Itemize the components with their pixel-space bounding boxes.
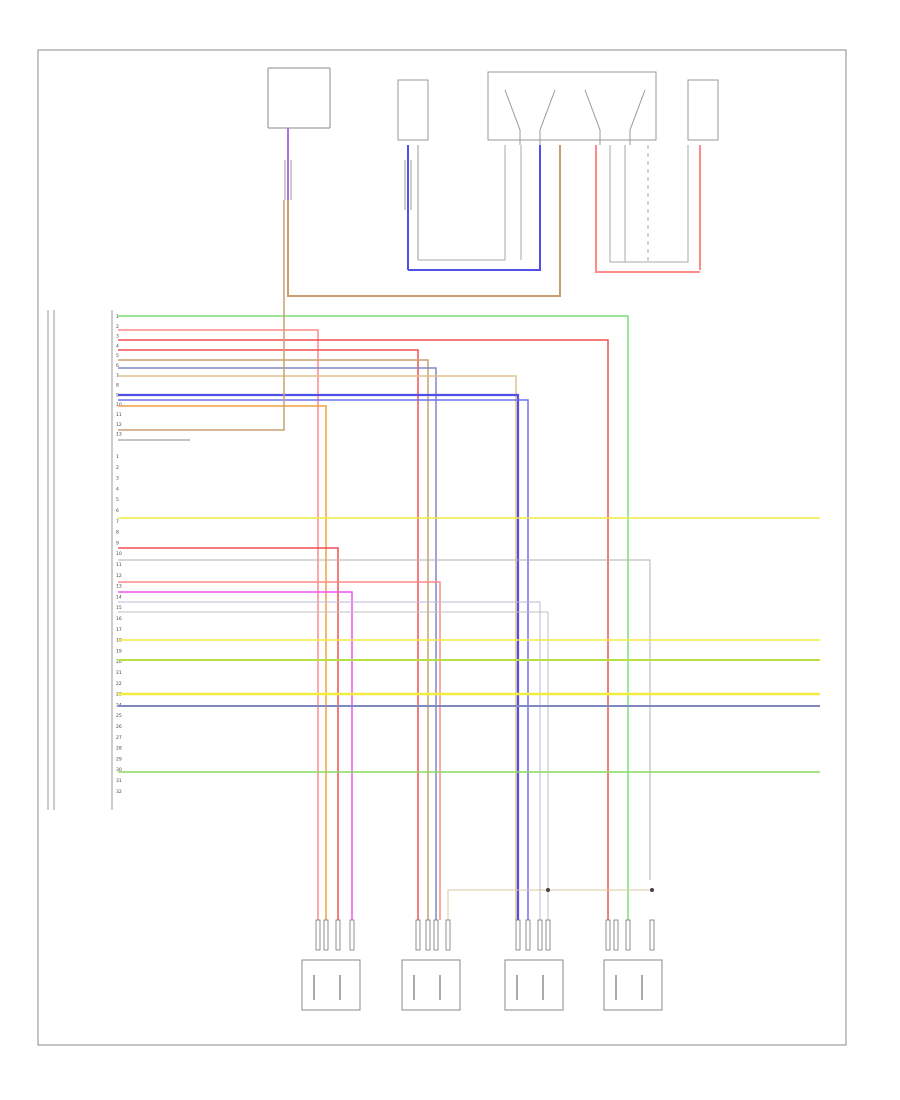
control-module: [47, 310, 113, 810]
wire-pink-1: [118, 581, 441, 920]
connector-pin-label: 5: [116, 497, 119, 503]
motor-terminal-stub: [433, 919, 439, 951]
connector-pin-label: 32: [116, 789, 122, 795]
top-harness: [287, 145, 700, 297]
wire-gray-2: [118, 601, 541, 920]
motor-1: [301, 959, 361, 1011]
motor-3: [504, 959, 564, 1011]
connector-pin-label: 14: [116, 594, 122, 600]
connector-pin-label: 13: [116, 432, 122, 438]
connector-pin-label: 2: [116, 465, 119, 471]
connector-pin-label: 5: [116, 353, 119, 359]
connector-pin-label: 20: [116, 659, 122, 665]
wire-blue-2: [118, 399, 529, 920]
connector-pin-label: 11: [116, 412, 122, 418]
connector-pin-label: 10: [116, 551, 122, 557]
motor-terminal-stub: [335, 919, 341, 951]
top-left-switch: [267, 67, 331, 200]
connector-pin-label: 16: [116, 616, 122, 622]
wire-red-1: [118, 329, 319, 920]
motor-terminal-stub: [315, 919, 321, 951]
wire-tan-1: [118, 375, 517, 920]
wire-slate-1: [118, 367, 437, 920]
top-right-motor: [687, 79, 719, 270]
wire-splice-bottom: [447, 889, 652, 920]
connector-pin-label: 22: [116, 681, 122, 687]
motor-terminal-stub: [545, 919, 551, 951]
connector-pin-label: 29: [116, 756, 122, 762]
connector-pin-label: 3: [116, 476, 119, 482]
motor-2: [401, 959, 461, 1011]
motor-terminal-stub: [515, 919, 521, 951]
wire-red-2: [118, 339, 609, 920]
connector-pin-label: 12: [116, 422, 122, 428]
connector-pin-label: 1: [116, 314, 119, 320]
motor-terminal-stub: [613, 919, 619, 951]
connector-pins-lower: 1234567891011121314151617181920212223242…: [116, 454, 122, 795]
top-junction-block: [487, 71, 657, 145]
connector-pin-label: 31: [116, 778, 122, 784]
motor-terminal-stub: [415, 919, 421, 951]
connector-pin-label: 4: [116, 486, 119, 492]
motor-terminal-stub: [649, 919, 655, 951]
wire-gray-3: [118, 611, 549, 920]
connector-pin-label: 28: [116, 746, 122, 752]
connector-pin-label: 4: [116, 343, 119, 349]
wire-magenta-1: [118, 591, 353, 920]
connector-pin-label: 26: [116, 724, 122, 730]
motor-terminals: [315, 919, 655, 951]
connector-pin-label: 9: [116, 392, 119, 398]
connector-pin-label: 9: [116, 540, 119, 546]
connector-pin-label: 7: [116, 519, 119, 525]
motor-terminal-stub: [605, 919, 611, 951]
connector-pin-label: 15: [116, 605, 122, 611]
connector-pin-label: 1: [116, 454, 119, 460]
connector-pin-label: 27: [116, 735, 122, 741]
wire-brown-1: [118, 359, 429, 920]
wire-red-3: [118, 349, 419, 920]
connector-pin-label: 13: [116, 584, 122, 590]
motor-terminal-stub: [445, 919, 451, 951]
wire-red-4: [118, 547, 339, 920]
connector-pin-label: 21: [116, 670, 122, 676]
connector-pin-label: 3: [116, 334, 119, 340]
motor-terminal-stub: [425, 919, 431, 951]
connector-pin-label: 19: [116, 648, 122, 654]
motor-terminal-stub: [537, 919, 543, 951]
connector-pin-label: 17: [116, 627, 122, 633]
connector-pin-label: 11: [116, 562, 122, 568]
top-mid-motor: [397, 79, 429, 270]
motor-terminal-stub: [323, 919, 329, 951]
connector-pin-label: 12: [116, 573, 122, 579]
motor-terminal-stub: [525, 919, 531, 951]
motor-4: [603, 959, 663, 1011]
connector-pin-label: 7: [116, 373, 119, 379]
connector-pin-label: 8: [116, 530, 119, 536]
connector-pin-label: 2: [116, 324, 119, 330]
wire-gray-1: [118, 559, 651, 880]
connector-pin-label: 30: [116, 767, 122, 773]
connector-pin-label: 25: [116, 713, 122, 719]
diagram-frame: [37, 49, 847, 1046]
motor-terminal-stub: [349, 919, 355, 951]
wire-green-top: [118, 315, 629, 920]
connector-pin-label: 8: [116, 383, 119, 389]
motor-terminal-stub: [625, 919, 631, 951]
connector-pin-label: 6: [116, 508, 119, 514]
connector-pin-label: 6: [116, 363, 119, 369]
wire-runs: [118, 200, 820, 920]
wire-brown-2: [118, 200, 285, 431]
wire-blue-1: [118, 393, 520, 920]
wire-orange-1: [118, 405, 327, 920]
connector-pin-label: 10: [116, 402, 122, 408]
